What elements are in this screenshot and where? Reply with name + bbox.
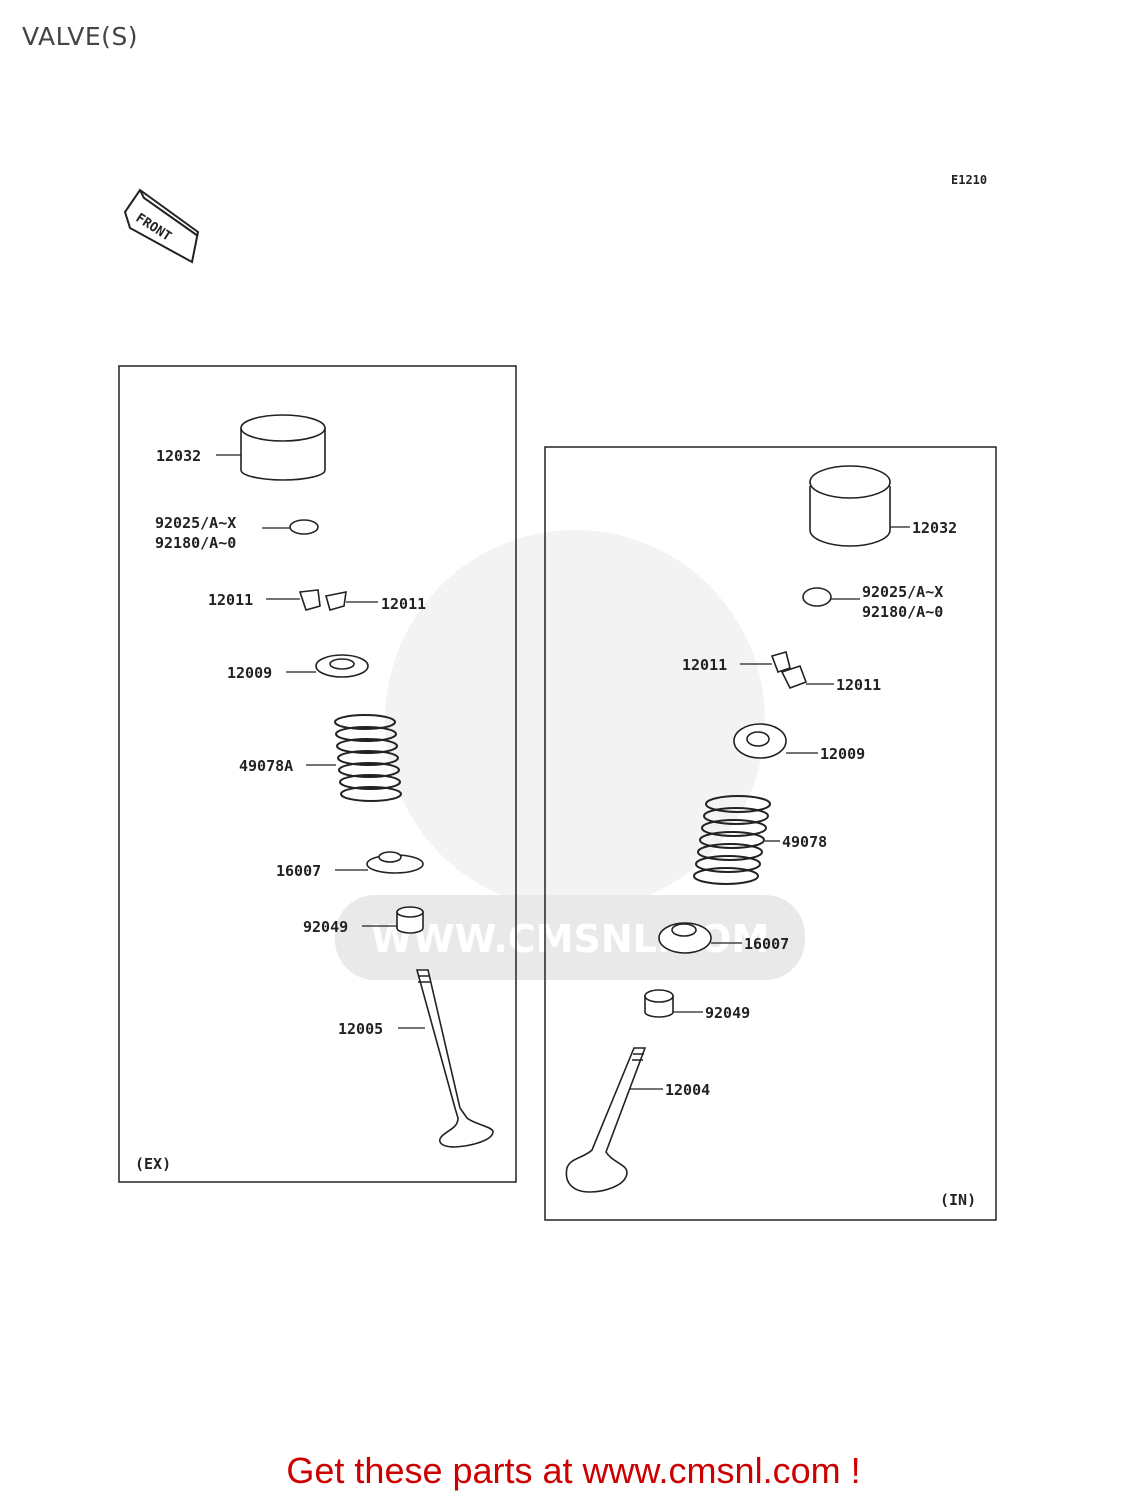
callout-ex-12011b: 12011 xyxy=(381,595,426,613)
callout-ex-12032: 12032 xyxy=(156,447,201,465)
spring-seat-ex xyxy=(366,851,424,874)
callout-in-12011b: 12011 xyxy=(836,676,881,694)
valve-shim-ex xyxy=(289,519,319,535)
callout-in-92025: 92025/A~X xyxy=(862,583,943,601)
callout-ex-12011a: 12011 xyxy=(208,591,253,609)
exhaust-valve xyxy=(415,969,494,1148)
callout-ex-16007: 16007 xyxy=(276,862,321,880)
intake-valve xyxy=(565,1047,647,1193)
callout-ex-92025: 92025/A~X xyxy=(155,514,236,532)
valve-cotter-in xyxy=(770,651,808,690)
exhaust-side-label: (EX) xyxy=(135,1155,171,1173)
parts-diagram: WWW.CMSNL.COM FRONT 12032 92025/A~X 9218… xyxy=(118,188,997,1221)
stem-seal-in xyxy=(644,989,674,1018)
callout-in-12004: 12004 xyxy=(665,1081,710,1099)
intake-side-label: (IN) xyxy=(940,1191,976,1209)
callout-in-49078: 49078 xyxy=(782,833,827,851)
callout-ex-12009: 12009 xyxy=(227,664,272,682)
spring-seat-in xyxy=(658,922,712,954)
spring-retainer-ex xyxy=(315,654,369,678)
valve-lifter-ex xyxy=(240,414,326,481)
callout-in-12032: 12032 xyxy=(912,519,957,537)
callout-ex-92180: 92180/A~0 xyxy=(155,534,236,552)
callout-in-92049: 92049 xyxy=(705,1004,750,1022)
valve-spring-ex xyxy=(334,714,402,802)
valve-lifter-in xyxy=(809,465,891,547)
front-arrow-icon: FRONT xyxy=(123,188,200,264)
callout-in-92180: 92180/A~0 xyxy=(862,603,943,621)
valve-spring-in xyxy=(693,795,771,885)
watermark: WWW.CMSNL.COM xyxy=(335,530,805,980)
intake-panel xyxy=(544,446,997,1221)
cta-link[interactable]: Get these parts at www.cmsnl.com ! xyxy=(286,1450,861,1491)
spring-retainer-in xyxy=(733,723,787,759)
page-title: VALVE(S) xyxy=(22,22,139,51)
valve-shim-in xyxy=(802,587,832,607)
callout-in-12011a: 12011 xyxy=(682,656,727,674)
callout-ex-49078A: 49078A xyxy=(239,757,293,775)
callout-ex-92049: 92049 xyxy=(303,918,348,936)
callout-ex-12005: 12005 xyxy=(338,1020,383,1038)
exhaust-panel xyxy=(118,365,517,1183)
valve-cotter-ex xyxy=(298,589,347,611)
callout-in-16007: 16007 xyxy=(744,935,789,953)
stem-seal-ex xyxy=(396,906,424,934)
diagram-code: E1210 xyxy=(951,173,988,187)
callout-in-12009: 12009 xyxy=(820,745,865,763)
